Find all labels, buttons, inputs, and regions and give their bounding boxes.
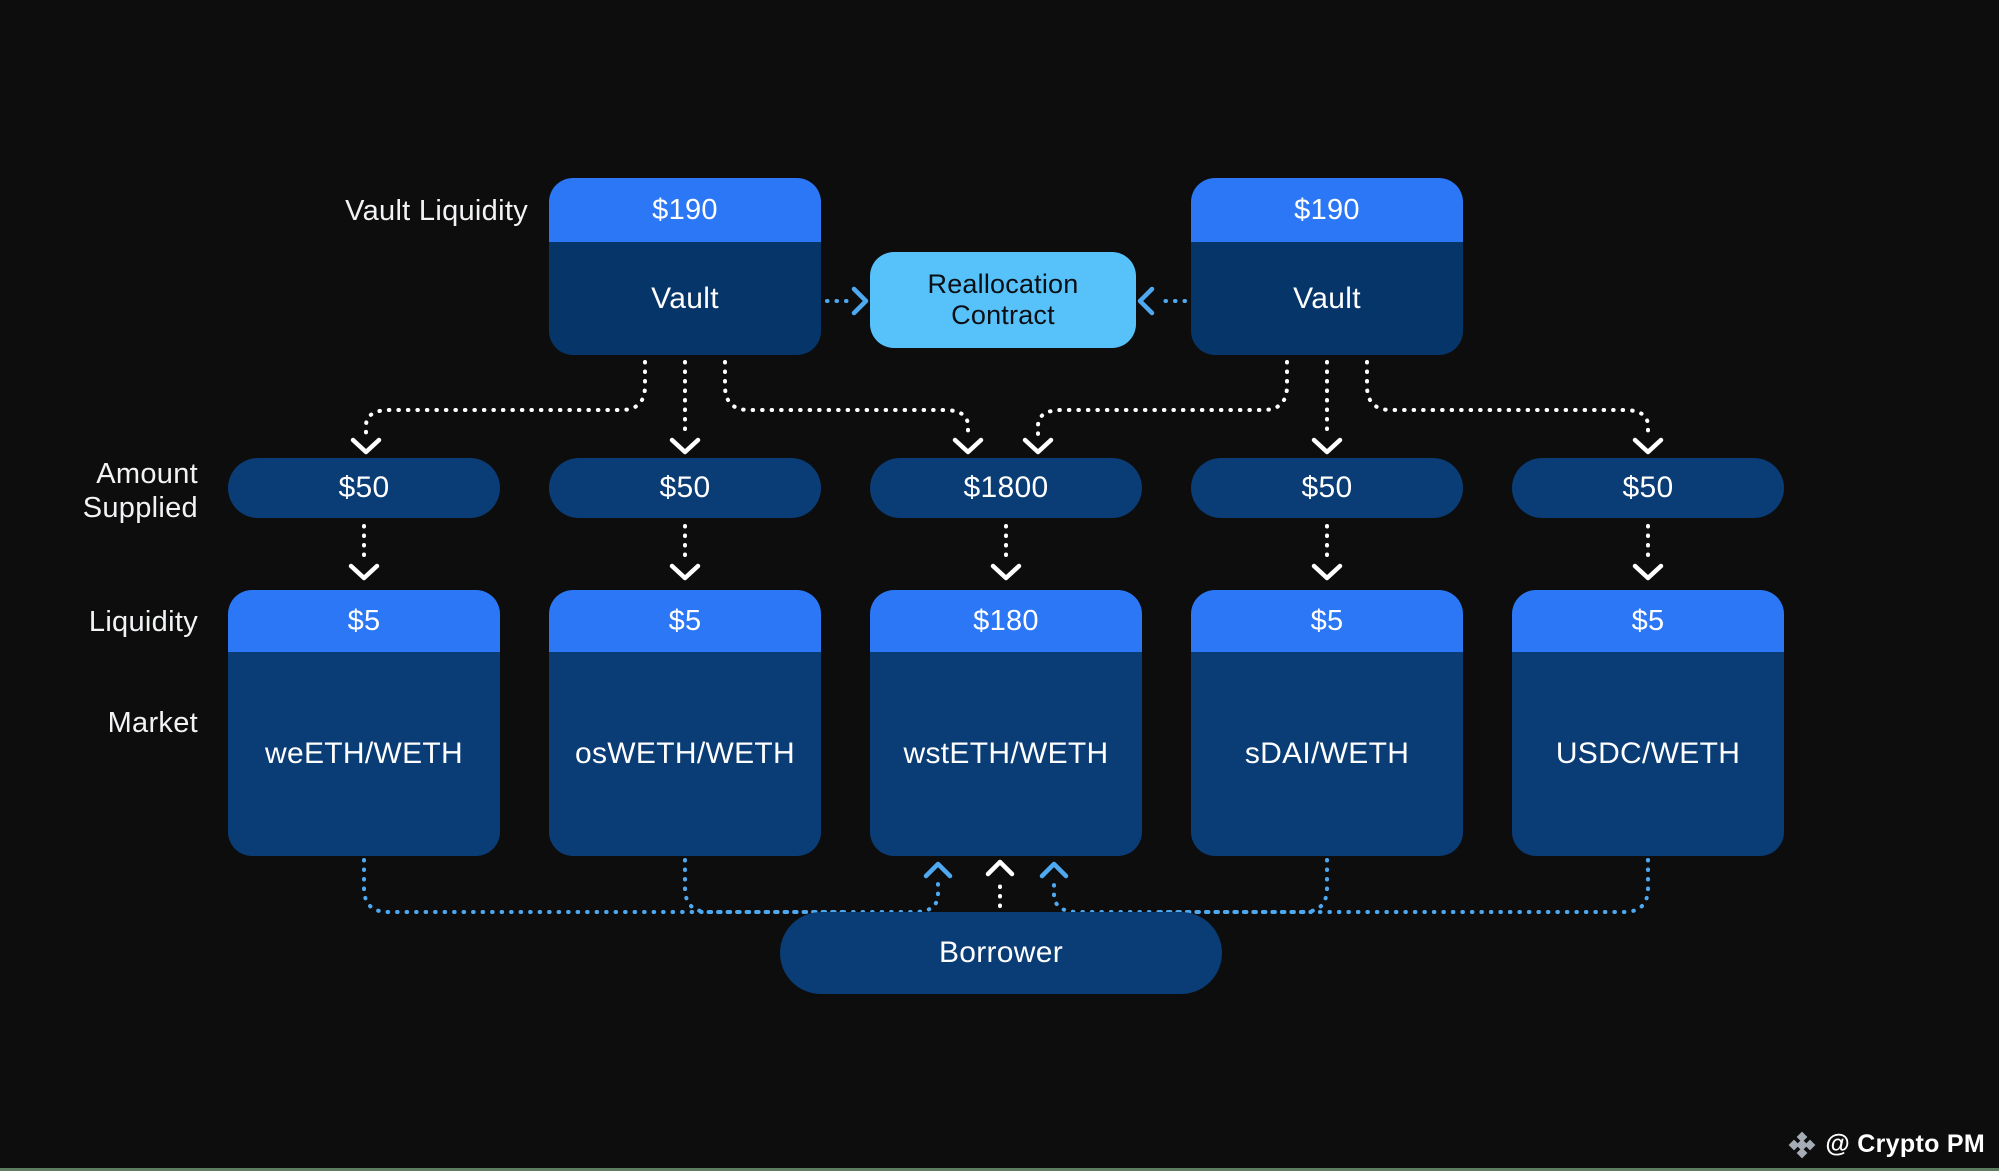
vault-left-name: Vault xyxy=(549,242,821,355)
market-name: sDAI/WETH xyxy=(1191,652,1463,856)
bottom-edge-line xyxy=(0,1168,1999,1171)
amount-supplied-label-line1: Amount xyxy=(96,458,198,490)
arrow-vault-left-to-amount1 xyxy=(364,360,647,436)
arrow-market4-to-market3 xyxy=(1158,858,1329,914)
amount-supplied-pill-5: $50 xyxy=(1512,458,1784,518)
market-liquidity-value: $5 xyxy=(1512,590,1784,652)
market-card-osweth-weth: $5 osWETH/WETH xyxy=(549,590,821,856)
arrowhead-down-icon xyxy=(669,437,701,455)
arrow-vault-right-to-amount3 xyxy=(1036,360,1289,436)
market-card-weeth-weth: $5 weETH/WETH xyxy=(228,590,500,856)
vault-left-card: $190 Vault xyxy=(549,178,821,355)
market-liquidity-value: $180 xyxy=(870,590,1142,652)
liquidity-label: Liquidity xyxy=(88,606,198,638)
vault-right-card: $190 Vault xyxy=(1191,178,1463,355)
market-liquidity-value: $5 xyxy=(549,590,821,652)
market-label: Market xyxy=(107,707,198,739)
vault-right-name: Vault xyxy=(1191,242,1463,355)
market-name: USDC/WETH xyxy=(1512,652,1784,856)
borrower-pill: Borrower xyxy=(780,912,1222,994)
market-liquidity-value: $5 xyxy=(1191,590,1463,652)
market-card-sdai-weth: $5 sDAI/WETH xyxy=(1191,590,1463,856)
arrowhead-down-icon xyxy=(1311,563,1343,581)
arrowhead-down-icon xyxy=(990,563,1022,581)
arrow-market2-to-market3 xyxy=(683,858,852,914)
arrowhead-right-icon xyxy=(851,286,869,316)
market-name: osWETH/WETH xyxy=(549,652,821,856)
amount-supplied-label-line2: Supplied xyxy=(82,492,198,524)
credit-text: @ Crypto PM xyxy=(1825,1130,1985,1158)
market-card-wsteth-weth: $180 wstETH/WETH xyxy=(870,590,1142,856)
arrow-vault-right-to-amount5 xyxy=(1365,360,1650,436)
amount-supplied-label: Amount Supplied xyxy=(40,457,198,525)
reallocation-contract-box: Reallocation Contract xyxy=(870,252,1136,348)
amount-supplied-pill-4: $50 xyxy=(1191,458,1463,518)
credit-watermark: @ Crypto PM xyxy=(1788,1130,1985,1159)
arrowhead-up-icon xyxy=(1039,861,1069,879)
market-name: weETH/WETH xyxy=(228,652,500,856)
market-card-usdc-weth: $5 USDC/WETH xyxy=(1512,590,1784,856)
reallocation-contract-line2: Contract xyxy=(951,300,1055,330)
arrowhead-down-icon xyxy=(1632,437,1664,455)
arrowhead-down-icon xyxy=(1022,437,1054,455)
arrowhead-down-icon xyxy=(348,563,380,581)
arrowhead-up-icon xyxy=(923,861,953,879)
vault-liquidity-label: Vault Liquidity xyxy=(345,195,528,227)
arrowhead-left-icon xyxy=(1137,286,1155,316)
arrow-market5-to-market3 xyxy=(1052,858,1650,914)
amount-supplied-pill-1: $50 xyxy=(228,458,500,518)
arrowhead-down-icon xyxy=(350,437,382,455)
vault-right-liquidity-value: $190 xyxy=(1191,178,1463,242)
binance-diamond-icon xyxy=(1789,1131,1816,1158)
market-name: wstETH/WETH xyxy=(870,652,1142,856)
reallocation-contract-line1: Reallocation xyxy=(927,269,1079,299)
arrow-vault-left-to-amount3 xyxy=(723,360,970,436)
vault-left-liquidity-value: $190 xyxy=(549,178,821,242)
arrowhead-up-icon xyxy=(985,859,1015,877)
amount-supplied-pill-3: $1800 xyxy=(870,458,1142,518)
arrowhead-down-icon xyxy=(952,437,984,455)
amount-supplied-pill-2: $50 xyxy=(549,458,821,518)
market-liquidity-value: $5 xyxy=(228,590,500,652)
arrowhead-down-icon xyxy=(1311,437,1343,455)
arrowhead-down-icon xyxy=(1632,563,1664,581)
arrowhead-down-icon xyxy=(669,563,701,581)
arrow-market1-to-market3 xyxy=(362,858,940,914)
